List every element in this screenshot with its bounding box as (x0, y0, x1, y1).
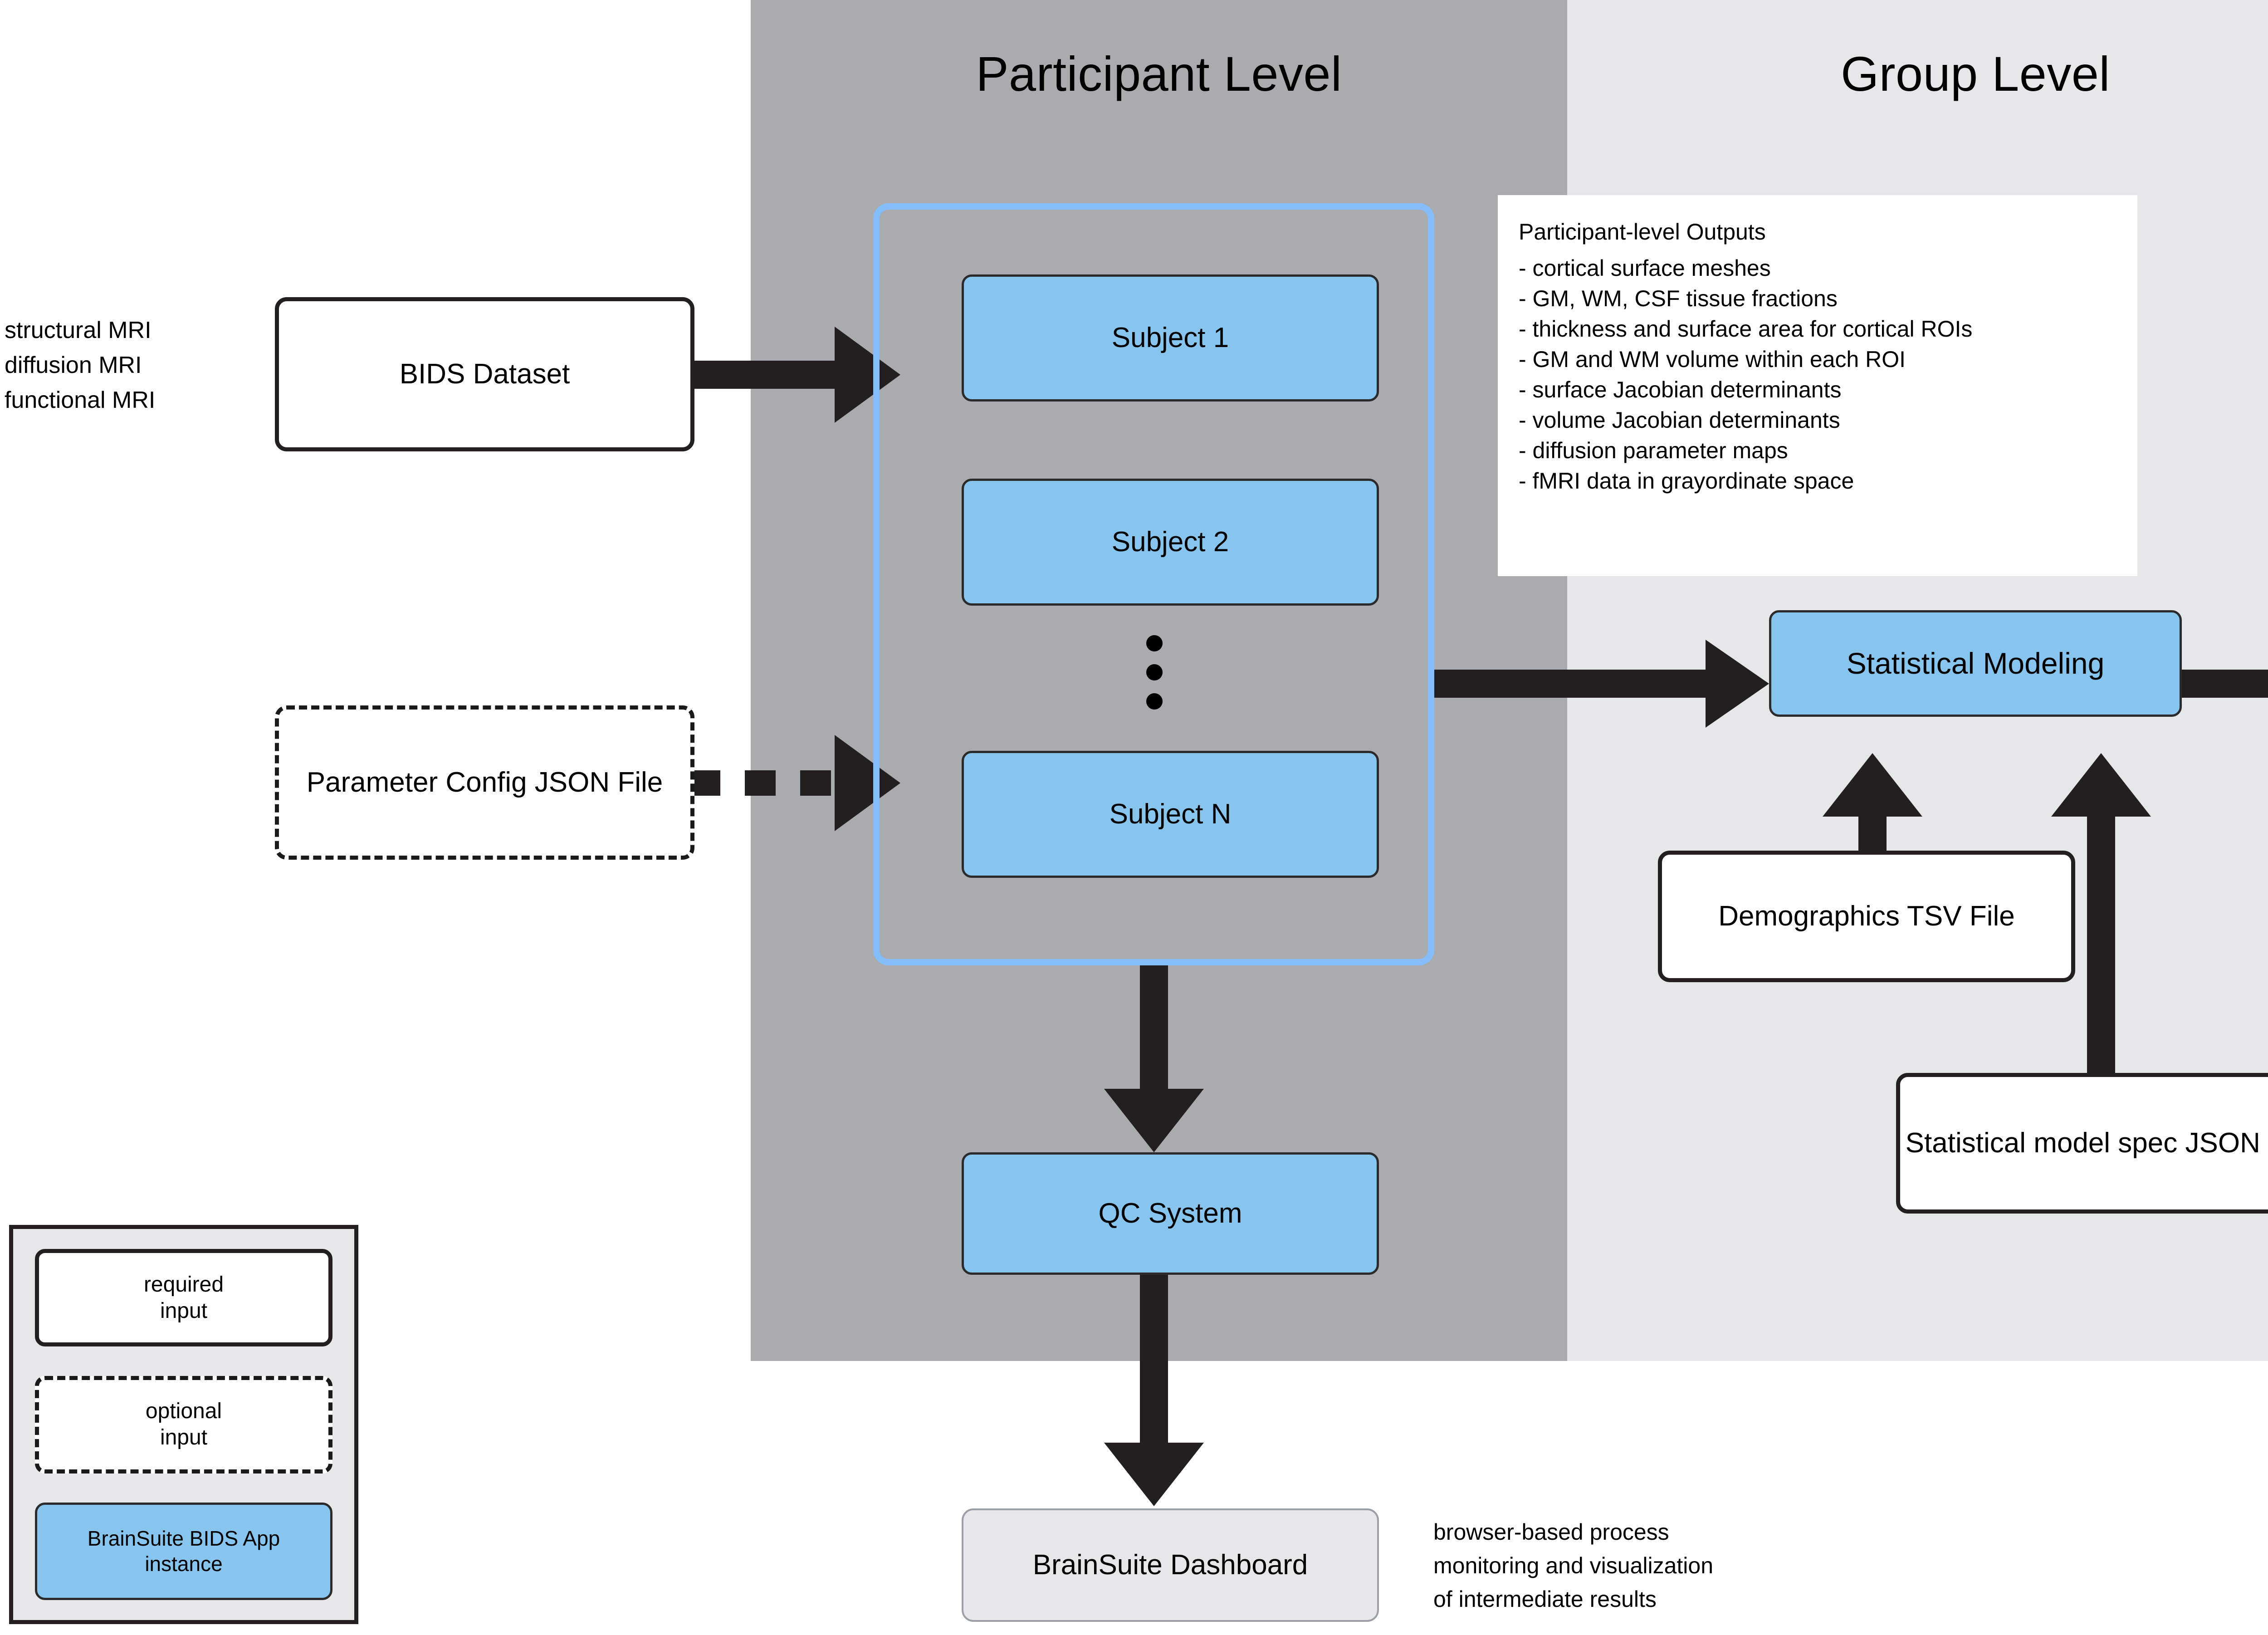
participant-level-title: Participant Level (976, 46, 1342, 101)
legend-required-input: required input (35, 1249, 332, 1346)
demographics-tsv-node[interactable]: Demographics TSV File (1658, 851, 2075, 982)
statistical-modeling-node[interactable]: Statistical Modeling (1769, 610, 2182, 717)
parameter-config-node[interactable]: Parameter Config JSON File (275, 705, 694, 860)
subject-2-node[interactable]: Subject 2 (962, 479, 1379, 606)
legend-optional-input: optional input (35, 1376, 332, 1473)
ellipsis-dot (1146, 635, 1163, 651)
brainsuite-dashboard-node[interactable]: BrainSuite Dashboard (962, 1508, 1379, 1622)
legend-box: required input optional input BrainSuite… (9, 1225, 358, 1624)
participant-output-item: - diffusion parameter maps (1519, 438, 1788, 463)
participant-output-item: - fMRI data in grayordinate space (1519, 468, 1854, 494)
statistical-model-spec-node[interactable]: Statistical model spec JSON file (1896, 1073, 2268, 1214)
subject-1-node[interactable]: Subject 1 (962, 274, 1379, 401)
dashboard-note-text: browser-based process monitoring and vis… (1433, 1519, 1714, 1612)
participant-outputs-card: Participant-level Outputs - cortical sur… (1498, 195, 2137, 576)
participant-output-item: - thickness and surface area for cortica… (1519, 316, 1973, 342)
participant-output-item: - cortical surface meshes (1519, 255, 1771, 281)
participant-outputs-list: - cortical surface meshes - GM, WM, CSF … (1519, 253, 2137, 496)
participant-output-item: - surface Jacobian determinants (1519, 377, 1842, 402)
participant-output-item: - GM, WM, CSF tissue fractions (1519, 286, 1838, 311)
group-level-title: Group Level (1841, 46, 2110, 101)
subject-n-node[interactable]: Subject N (962, 751, 1379, 878)
bids-dataset-node[interactable]: BIDS Dataset (275, 297, 694, 451)
brainsuite-instance-container (873, 203, 1434, 965)
input-modalities-text: structural MRI diffusion MRI functional … (5, 317, 156, 413)
ellipsis-dot (1146, 693, 1163, 710)
legend-app-instance: BrainSuite BIDS App instance (35, 1503, 332, 1600)
participant-output-item: - volume Jacobian determinants (1519, 407, 1840, 433)
participant-outputs-title: Participant-level Outputs (1519, 219, 1766, 245)
qc-system-node[interactable]: QC System (962, 1152, 1379, 1275)
subjects-ellipsis (1145, 635, 1163, 710)
participant-output-item: - GM and WM volume within each ROI (1519, 347, 1906, 372)
ellipsis-dot (1146, 664, 1163, 680)
